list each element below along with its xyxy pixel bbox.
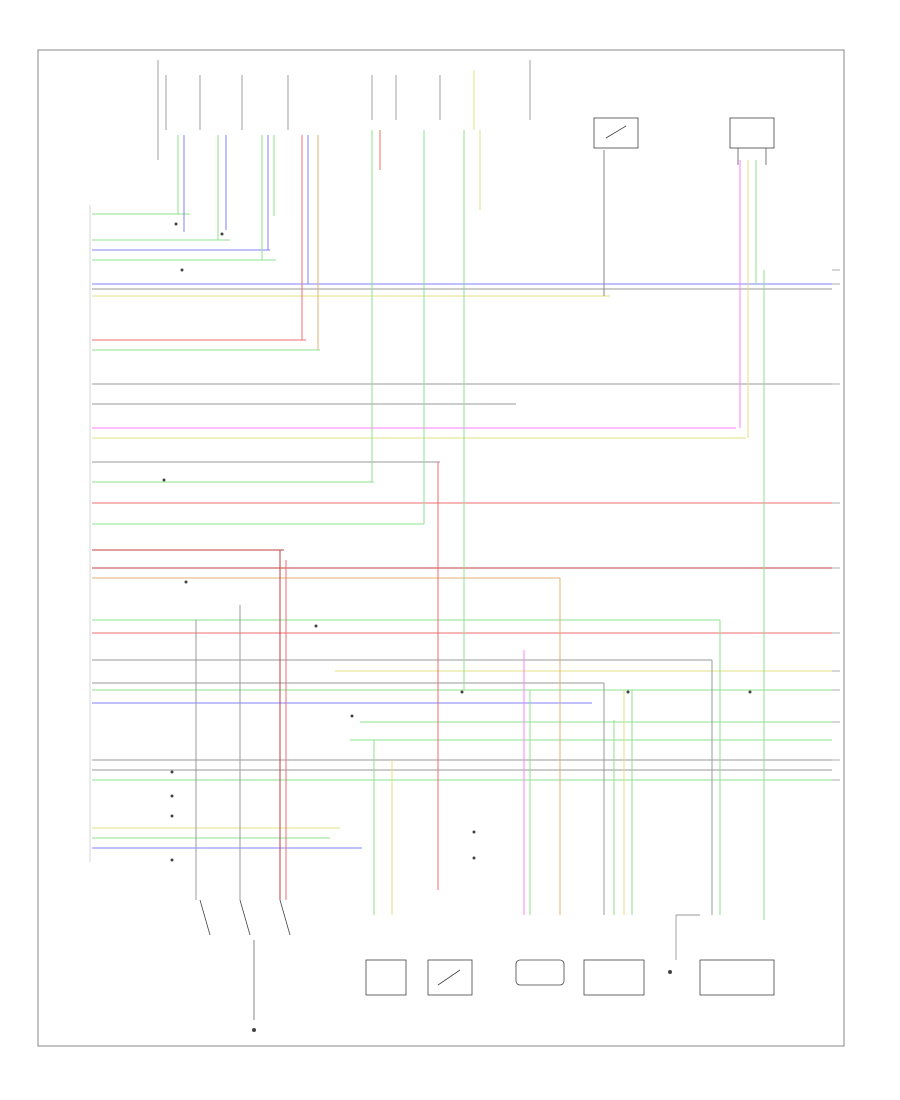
top-connectors [157, 60, 531, 160]
bottom-components [365, 914, 775, 996]
vertical-wires-bottom [195, 550, 721, 915]
ground-point [252, 1028, 256, 1032]
cam-position-sensor [729, 117, 775, 149]
neutral-switch [427, 959, 473, 996]
horizontal-wires [92, 213, 832, 849]
top-right-sensors [593, 117, 775, 165]
diagram-frame [37, 49, 845, 1047]
throttle-position-sensor [365, 959, 407, 996]
engine-control-unit-connector [699, 959, 775, 996]
right-terminals [832, 269, 840, 781]
bottom-left-switches [199, 899, 291, 1032]
oil-pressure-switch [593, 117, 639, 149]
vehicle-speed-sensor [515, 959, 565, 986]
crank-sensor [583, 959, 645, 996]
splice-dots [162, 222, 752, 974]
vertical-wires-top [177, 70, 765, 920]
